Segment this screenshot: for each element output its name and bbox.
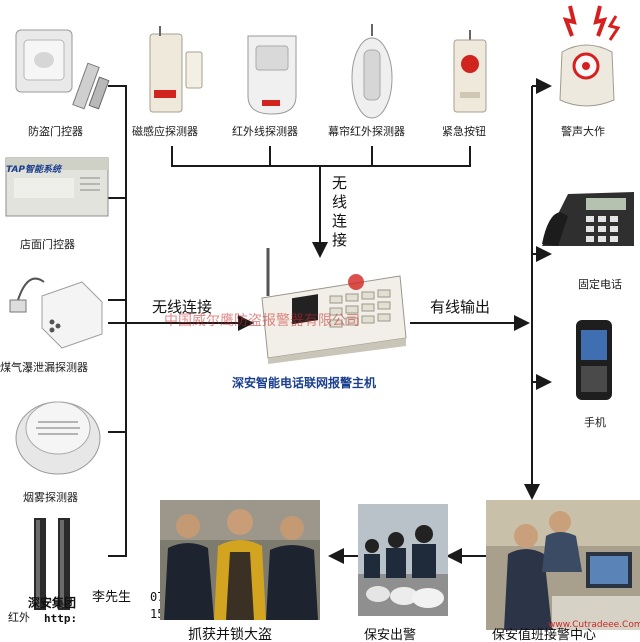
wireless-left-text: 无线连接 [152, 298, 213, 316]
right-device-label: 手机 [584, 416, 606, 429]
left-device-label: 防盗门控器 [28, 125, 83, 138]
dispatch-center-photo [486, 500, 640, 630]
top-device-label: 紧急按钮 [442, 125, 486, 138]
right-device-label: 警声大作 [561, 125, 605, 138]
gas-leak-detector-icon [9, 277, 103, 349]
curtain-infrared-icon [351, 24, 393, 119]
bottom-right-label: 保安值班接警中心 [492, 628, 597, 642]
top-device-label: 磁感应探测器 [132, 125, 198, 138]
bottom-middle-label: 保安出警 [364, 628, 417, 642]
magnetic-sensor-icon [149, 26, 203, 113]
contact-company: 深安集团 [28, 596, 77, 610]
smoke-detector-icon [15, 401, 101, 475]
left-bus-line [108, 85, 127, 557]
company-watermark: 中国威尔鹰防盗报警器有限公司 [164, 313, 360, 329]
police-patrol-photo [358, 504, 448, 616]
top-device-label: 幕帘红外探测器 [328, 125, 405, 138]
door-controller-icon [15, 29, 110, 110]
shop-door-controller-icon [5, 157, 109, 217]
bottom-left-label: 抓获并锁大盗 [188, 627, 272, 642]
top-bus-line [171, 146, 471, 167]
top-device-label: 红外线探测器 [232, 125, 298, 138]
panic-button-icon [453, 30, 487, 113]
left-device-label: 烟雾探测器 [23, 491, 78, 504]
arrest-photo [160, 500, 320, 620]
left-device-label: 店面门控器 [20, 238, 75, 251]
infrared-beam-icon [34, 518, 70, 610]
contact-url[interactable]: http: [44, 612, 78, 625]
wired-output-text: 有线输出 [430, 298, 491, 316]
infrared-detector-icon [247, 35, 297, 115]
landline-phone-icon [542, 192, 634, 246]
left-device-label: 煤气瀑泄漏探测器 [0, 361, 88, 374]
host-title: 深安智能电话联网报警主机 [232, 376, 377, 390]
mobile-phone-icon [576, 320, 612, 400]
shop-door-box-text: TAP智能系统 [6, 165, 62, 175]
right-device-label: 固定电话 [578, 278, 622, 291]
wireless-vertical-text: 无线连接 [332, 174, 348, 249]
dispatch-watermark: www.Cutradeee.Com [548, 620, 640, 630]
contact-name: 李先生 [92, 590, 132, 605]
siren-icon [559, 5, 621, 107]
left-device-label: 红外 [8, 611, 30, 624]
alarm-host-device-icon [261, 248, 407, 364]
